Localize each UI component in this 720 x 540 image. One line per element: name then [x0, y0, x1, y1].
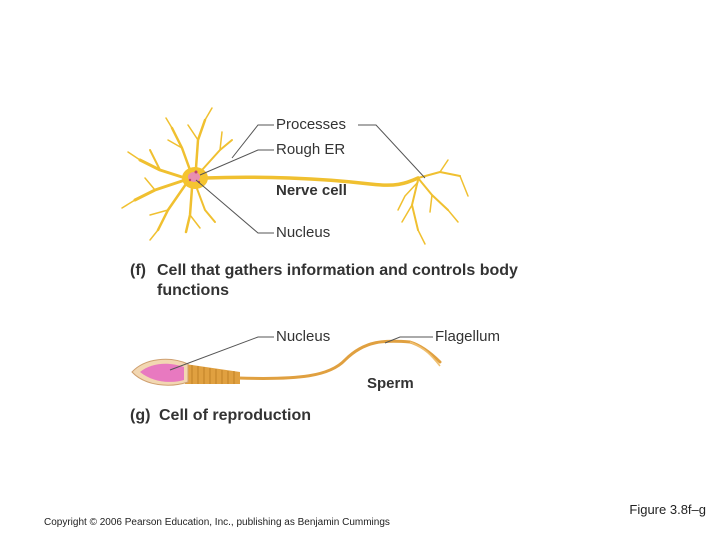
figure-reference: Figure 3.8f–g [629, 502, 706, 517]
label-nucleus-sperm: Nucleus [276, 328, 331, 345]
caption-g-text: Cell of reproduction [159, 407, 311, 424]
label-rough-er: Rough ER [276, 141, 346, 158]
copyright-text: Copyright © 2006 Pearson Education, Inc.… [44, 517, 390, 528]
label-nucleus-nerve: Nucleus [276, 224, 331, 241]
sperm-flagellum [236, 339, 442, 380]
caption-f-line2: functions [157, 282, 229, 299]
sperm-nucleus [140, 363, 184, 382]
label-processes: Processes [276, 116, 347, 133]
caption-f-line1: Cell that gathers information and contro… [157, 262, 518, 279]
nerve-leader-lines [195, 124, 426, 234]
sperm-midpiece [185, 364, 240, 384]
caption-g-letter: (g) [130, 407, 151, 424]
label-flagellum: Flagellum [435, 328, 501, 345]
sperm-leader-lines [169, 336, 433, 371]
caption-f-letter: (f) [130, 262, 146, 279]
label-sperm: Sperm [367, 375, 414, 392]
label-nerve-cell: Nerve cell [276, 182, 347, 199]
nerve-cell-drawing [121, 107, 469, 245]
